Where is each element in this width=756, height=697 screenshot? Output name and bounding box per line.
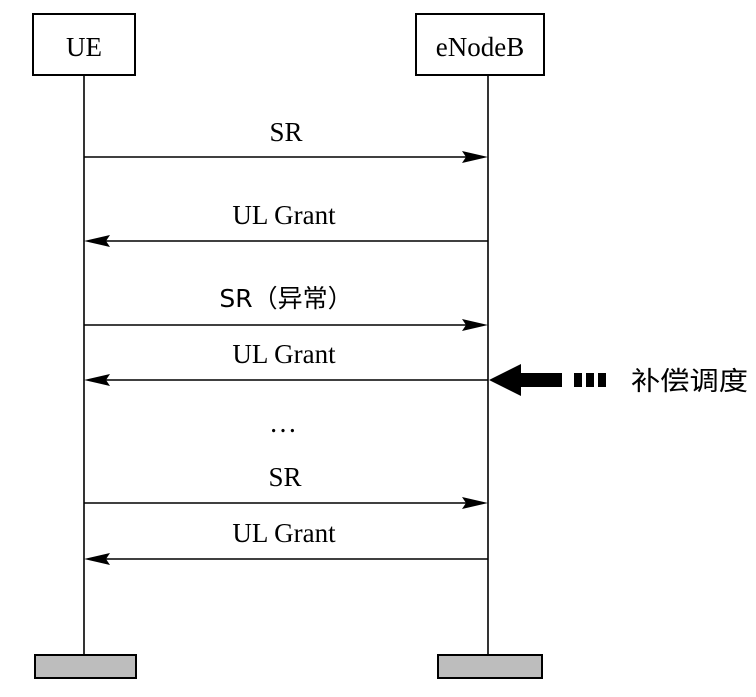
enodeb-box bbox=[415, 13, 545, 76]
enodeb-footer bbox=[437, 654, 543, 679]
message-label: SR（异常） bbox=[219, 284, 352, 313]
message-label: SR bbox=[268, 462, 301, 492]
arrowhead bbox=[462, 151, 488, 163]
arrowhead bbox=[84, 374, 110, 386]
ue-label: UE bbox=[66, 32, 102, 62]
message-label: SR bbox=[269, 117, 302, 147]
compensation-arrow-dash bbox=[586, 373, 594, 387]
message-label: UL Grant bbox=[232, 518, 336, 548]
enodeb-label: eNodeB bbox=[436, 32, 524, 62]
compensation-arrow-dash bbox=[598, 373, 606, 387]
compensation-arrowhead bbox=[489, 364, 521, 396]
ue-footer bbox=[34, 654, 137, 679]
message-label: UL Grant bbox=[232, 339, 336, 369]
arrowhead bbox=[462, 319, 488, 331]
ue-box bbox=[32, 13, 136, 76]
message-label: UL Grant bbox=[232, 200, 336, 230]
arrowhead bbox=[462, 497, 488, 509]
compensation-arrow-shaft bbox=[520, 373, 562, 387]
compensation-label: 补偿调度 bbox=[631, 367, 748, 397]
arrowhead bbox=[84, 235, 110, 247]
compensation-arrow-dash bbox=[574, 373, 582, 387]
arrowhead bbox=[84, 553, 110, 565]
ellipsis: … bbox=[269, 408, 297, 439]
